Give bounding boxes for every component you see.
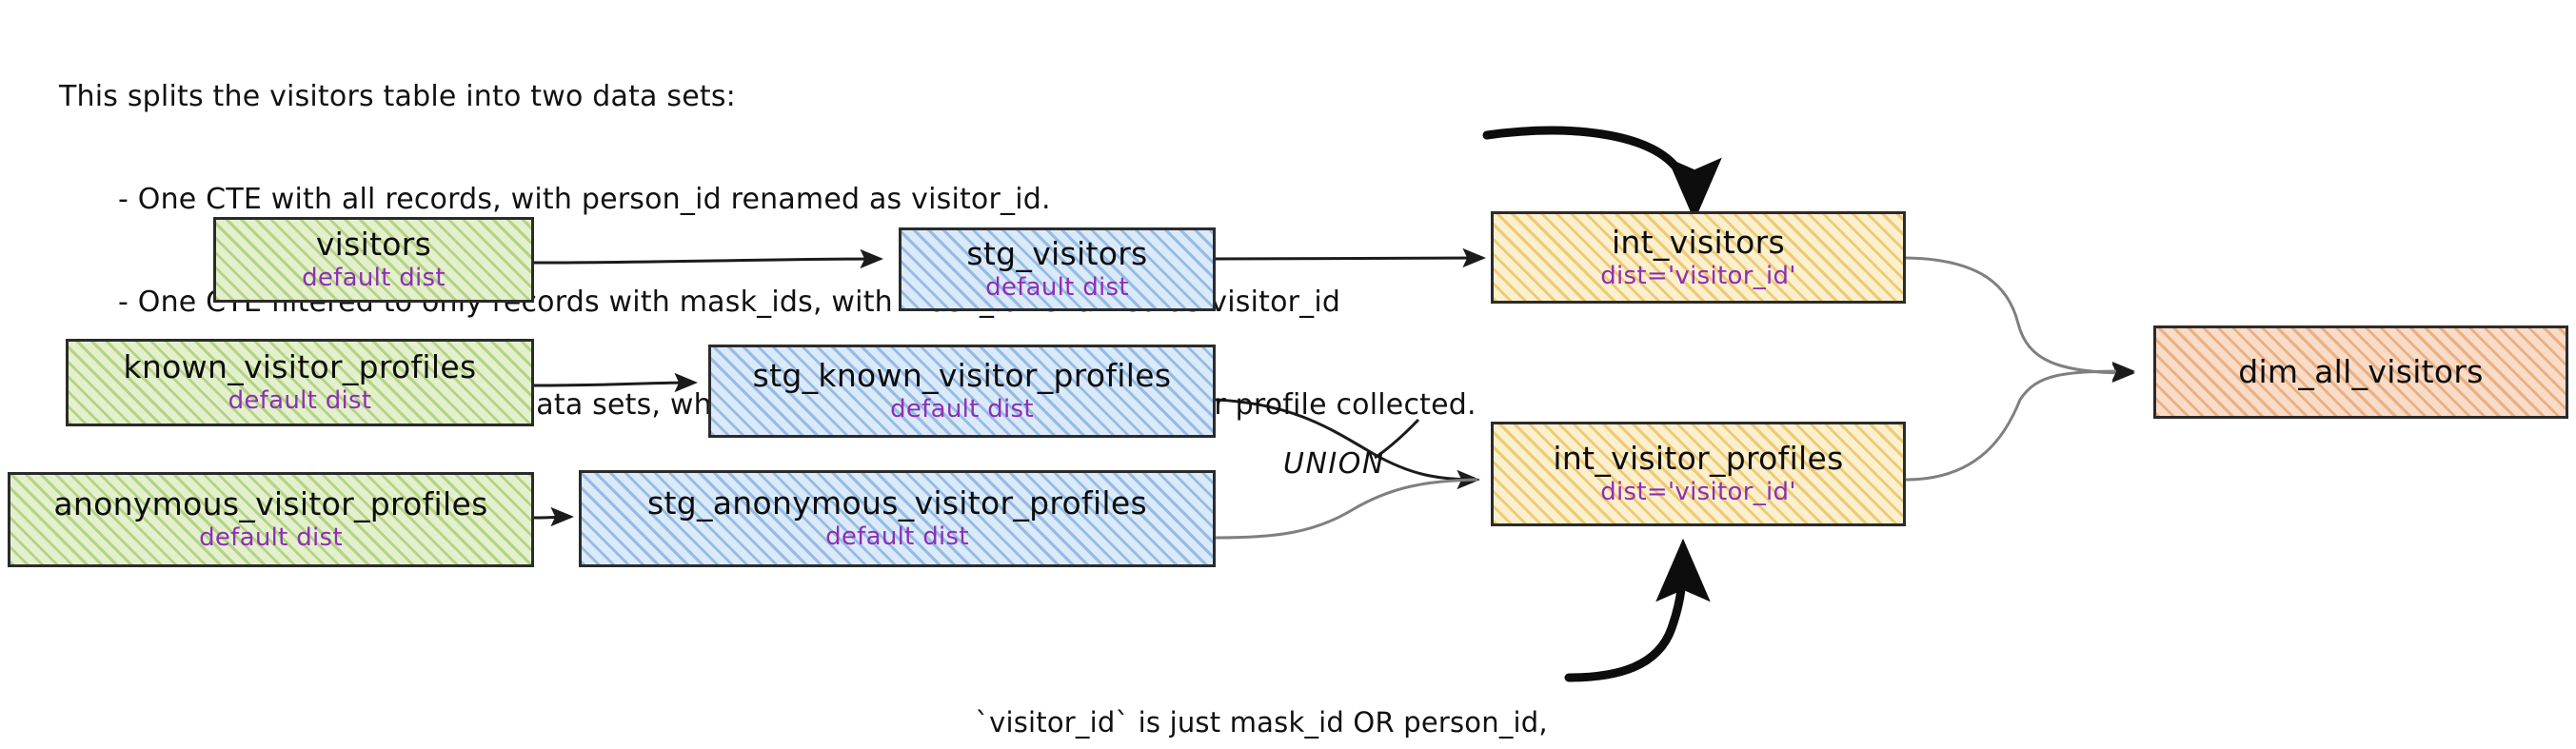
node-dim-all-visitors-title: dim_all_visitors	[2238, 353, 2484, 390]
node-stg-visitors-title: stg_visitors	[966, 235, 1148, 272]
edge-known-to-stg-known	[533, 372, 699, 393]
node-visitors-subtitle: default dist	[302, 264, 446, 292]
node-int-visitor-profiles[interactable]: int_visitor_profiles dist='visitor_id'	[1491, 422, 1906, 526]
annotation-bottom-pointer	[1564, 538, 1711, 682]
top-annotation-line-2: - One CTE with all records, with person_…	[118, 183, 1051, 216]
edge-int-visitors-to-dim	[1905, 256, 2136, 384]
node-stg-visitors[interactable]: stg_visitors default dist	[899, 227, 1216, 311]
annotation-top-pointer	[1482, 126, 1722, 222]
node-int-visitor-profiles-subtitle: dist='visitor_id'	[1600, 478, 1796, 506]
node-stg-known-visitor-profiles-title: stg_known_visitor_profiles	[752, 357, 1172, 394]
edge-int-profiles-to-dim	[1905, 361, 2136, 482]
node-stg-anonymous-visitor-profiles[interactable]: stg_anonymous_visitor_profiles default d…	[579, 470, 1216, 567]
node-known-visitor-profiles[interactable]: known_visitor_profiles default dist	[66, 339, 534, 426]
node-known-visitor-profiles-title: known_visitor_profiles	[123, 348, 477, 385]
top-annotation-line-1: This splits the visitors table into two …	[59, 80, 736, 113]
node-visitors[interactable]: visitors default dist	[213, 217, 534, 303]
edge-union-fan-tail	[1374, 418, 1420, 460]
node-anonymous-visitor-profiles-title: anonymous_visitor_profiles	[53, 485, 488, 522]
node-dim-all-visitors[interactable]: dim_all_visitors	[2153, 325, 2568, 419]
node-stg-known-visitor-profiles[interactable]: stg_known_visitor_profiles default dist	[708, 345, 1216, 438]
node-visitors-title: visitors	[315, 226, 432, 263]
bottom-annotation-line-1: `visitor_id` is just mask_id OR person_i…	[975, 706, 1548, 739]
node-stg-known-visitor-profiles-subtitle: default dist	[890, 395, 1034, 424]
union-edge-label: UNION	[1283, 447, 1385, 481]
edge-stg-visitors-to-int-visitors	[1215, 247, 1487, 268]
node-anonymous-visitor-profiles[interactable]: anonymous_visitor_profiles default dist	[8, 472, 534, 567]
node-stg-anonymous-visitor-profiles-title: stg_anonymous_visitor_profiles	[647, 484, 1147, 522]
node-int-visitors-title: int_visitors	[1611, 223, 1786, 261]
node-int-visitors[interactable]: int_visitors dist='visitor_id'	[1491, 211, 1906, 304]
edge-stg-anonymous-to-union	[1215, 478, 1478, 540]
node-stg-anonymous-visitor-profiles-subtitle: default dist	[825, 522, 969, 551]
bottom-annotation: `visitor_id` is just mask_id OR person_i…	[938, 630, 1585, 749]
edge-visitors-to-stg-visitors	[533, 248, 884, 269]
node-int-visitors-subtitle: dist='visitor_id'	[1600, 261, 1796, 290]
edge-anonymous-to-stg-anonymous	[533, 506, 575, 527]
edge-stg-known-to-union	[1215, 398, 1481, 490]
node-int-visitor-profiles-title: int_visitor_profiles	[1553, 440, 1844, 477]
node-stg-visitors-subtitle: default dist	[985, 273, 1129, 302]
node-anonymous-visitor-profiles-subtitle: default dist	[199, 523, 343, 552]
node-known-visitor-profiles-subtitle: default dist	[228, 386, 372, 415]
